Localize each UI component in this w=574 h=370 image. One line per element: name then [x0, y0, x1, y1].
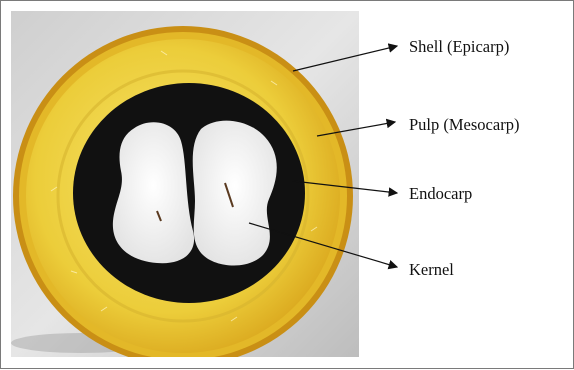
- label-pulp-mesocarp: Pulp (Mesocarp): [409, 117, 519, 134]
- endocarp-leader-arrow: [293, 181, 397, 193]
- label-endocarp: Endocarp: [409, 186, 472, 203]
- shell-leader-arrow: [293, 46, 397, 71]
- pulp-leader-arrow: [317, 122, 395, 136]
- label-kernel: Kernel: [409, 262, 454, 279]
- label-shell-epicarp: Shell (Epicarp): [409, 39, 509, 56]
- kernel-leader-arrow: [249, 223, 397, 267]
